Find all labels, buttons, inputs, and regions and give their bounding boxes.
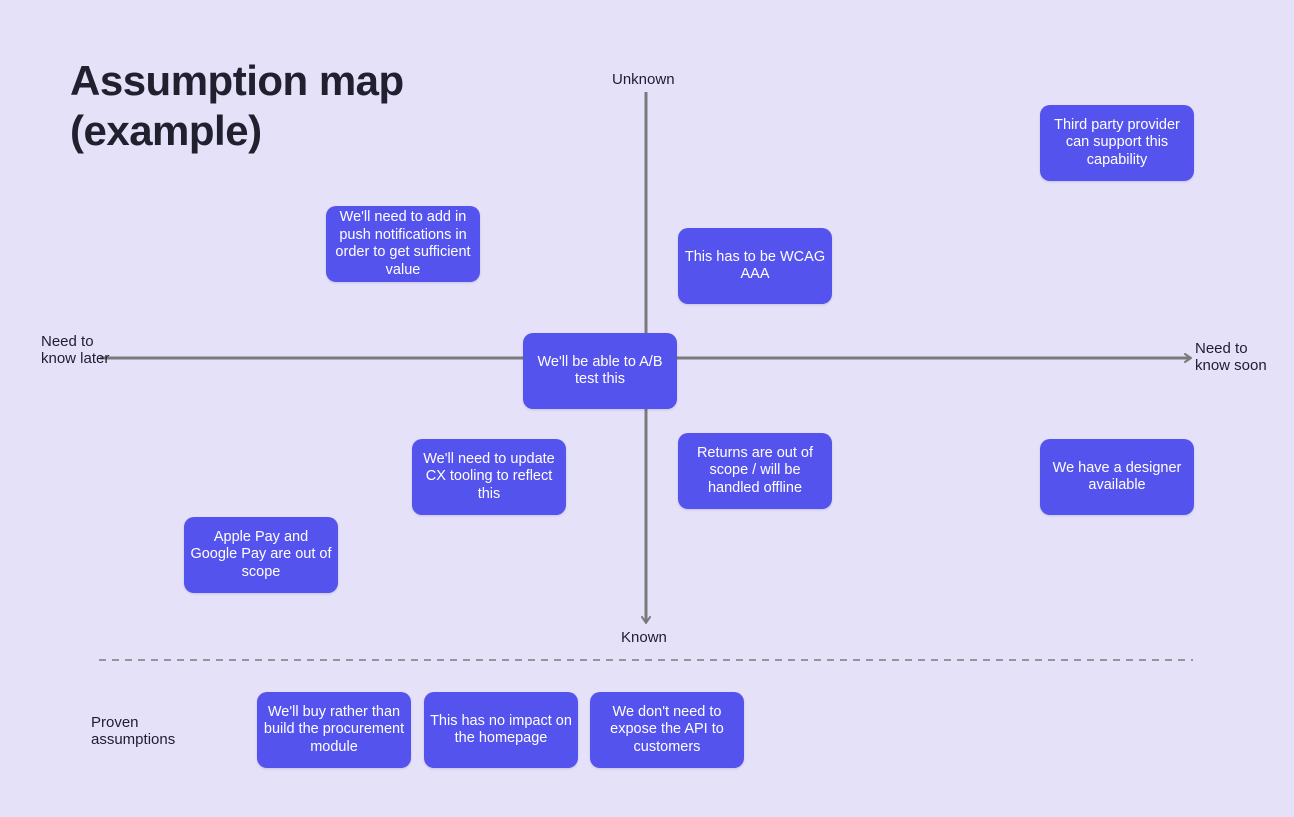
axis-label-need-to-know-later: Need to know later xyxy=(41,333,110,367)
card-ab-test[interactable]: We'll be able to A/B test this xyxy=(523,333,677,409)
page-title: Assumption map (example) xyxy=(70,57,404,154)
card-text: This has no impact on the homepage xyxy=(430,712,572,747)
card-text: We'll be able to A/B test this xyxy=(537,353,663,388)
card-text: We'll need to add in push notifications … xyxy=(335,209,471,278)
axis-label-need-to-know-soon: Need to know soon xyxy=(1195,340,1267,374)
card-text: Third party provider can support this ca… xyxy=(1054,116,1180,168)
card-third-party-provider[interactable]: Third party provider can support this ca… xyxy=(1040,105,1194,181)
card-text: We don't need to expose the API to custo… xyxy=(610,703,724,755)
card-push-notifications[interactable]: We'll need to add in push notifications … xyxy=(326,206,480,282)
proven-card-no-homepage-impact[interactable]: This has no impact on the homepage xyxy=(424,692,578,768)
card-apple-google-pay[interactable]: Apple Pay and Google Pay are out of scop… xyxy=(184,517,338,593)
card-text: We'll buy rather than build the procurem… xyxy=(263,703,405,755)
card-text: We have a designer available xyxy=(1052,459,1182,494)
card-designer-available[interactable]: We have a designer available xyxy=(1040,439,1194,515)
proven-assumptions-label: Proven assumptions xyxy=(91,714,176,748)
card-cx-tooling[interactable]: We'll need to update CX tooling to refle… xyxy=(412,439,566,515)
card-text: We'll need to update CX tooling to refle… xyxy=(423,450,555,502)
axis-label-known: Known xyxy=(621,629,667,646)
card-returns[interactable]: Returns are out of scope / will be handl… xyxy=(678,433,832,509)
proven-card-api-not-exposed[interactable]: We don't need to expose the API to custo… xyxy=(590,692,744,768)
proven-card-buy-rather-than-build[interactable]: We'll buy rather than build the procurem… xyxy=(257,692,411,768)
card-text: Returns are out of scope / will be handl… xyxy=(696,444,814,496)
card-text: This has to be WCAG AAA xyxy=(684,248,826,283)
card-text: Apple Pay and Google Pay are out of scop… xyxy=(190,528,332,580)
card-wcag[interactable]: This has to be WCAG AAA xyxy=(678,228,832,304)
axis-label-unknown: Unknown xyxy=(612,71,675,88)
